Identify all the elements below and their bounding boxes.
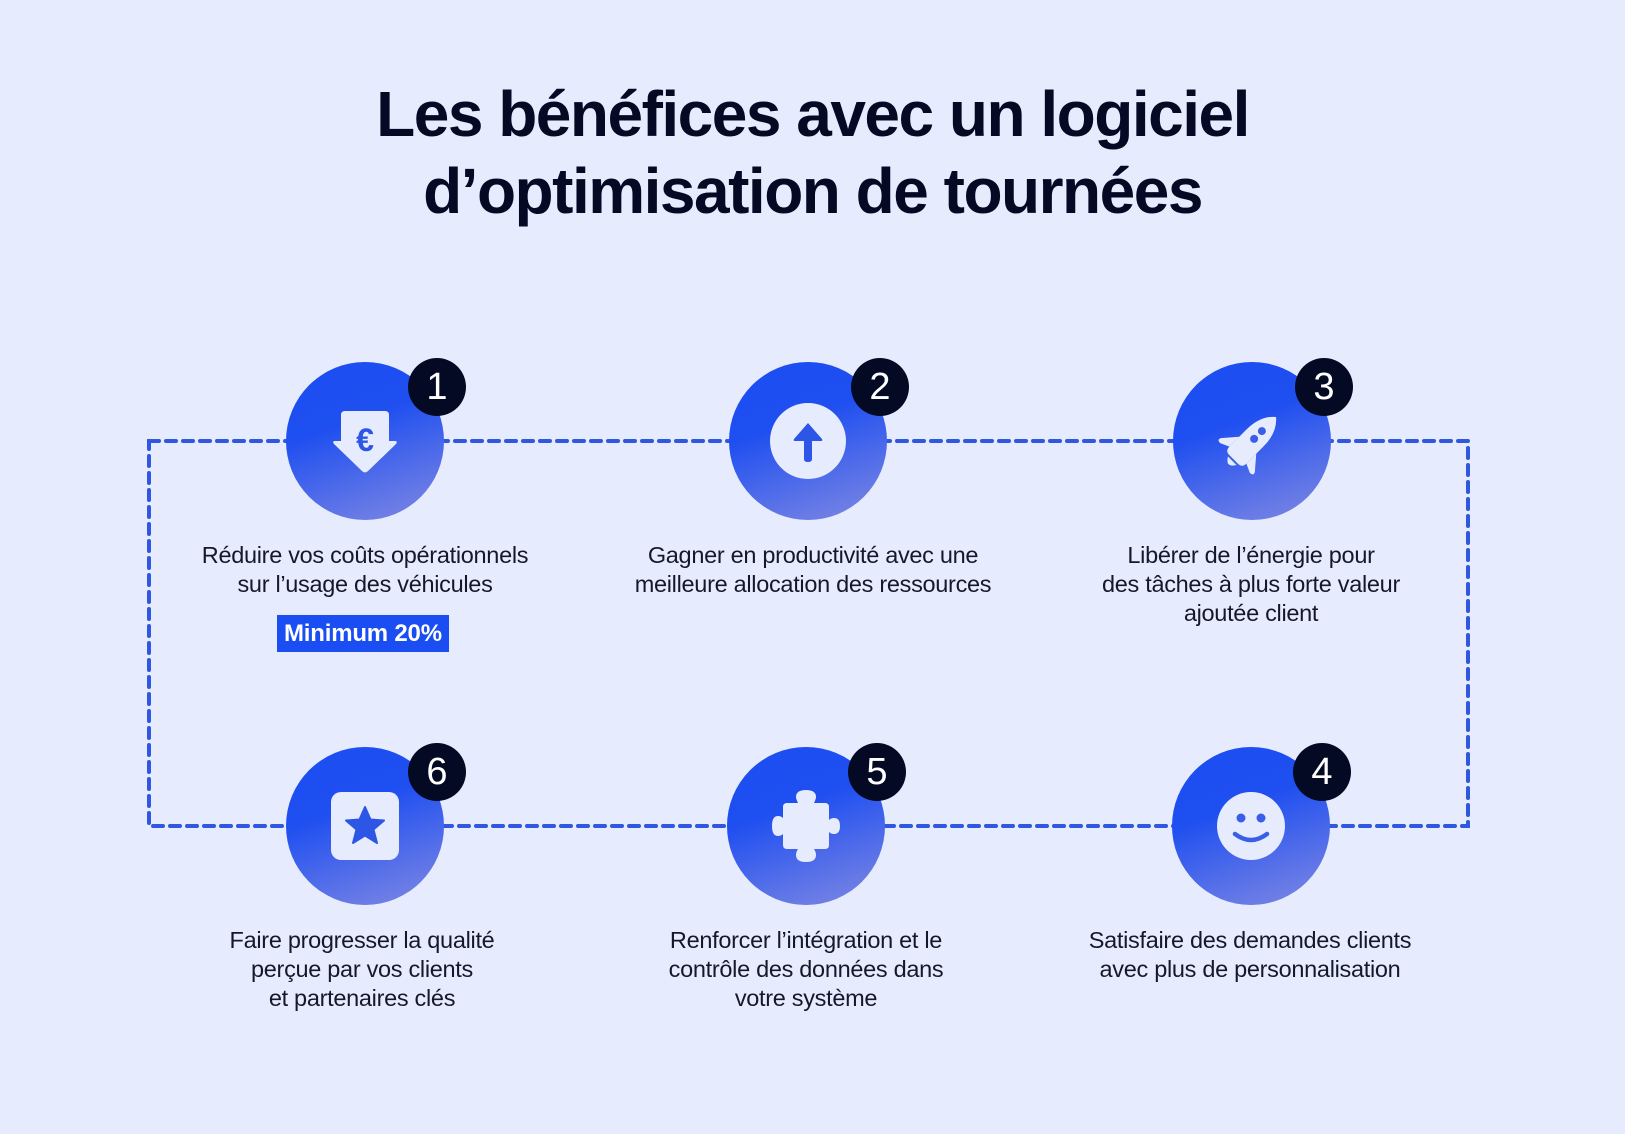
step-2-number-badge: 2 (851, 358, 909, 416)
rocket-icon (1218, 416, 1277, 475)
euro-down-arrow-icon: € (333, 411, 397, 473)
step-5-line-1: Renforcer l’intégration et le (669, 927, 943, 953)
page-title: Les bénéfices avec un logiciel d’optimis… (0, 76, 1625, 230)
step-2-description: Gagner en productivité avec une meilleur… (603, 541, 1023, 599)
puzzle-piece-icon (772, 790, 840, 862)
step-3-description: Libérer de l’énergie pour des tâches à p… (1041, 541, 1461, 628)
step-5-description: Renforcer l’intégration et le contrôle d… (596, 926, 1016, 1013)
step-5-line-2: contrôle des données dans (668, 956, 944, 982)
step-6-circle (286, 747, 444, 905)
step-3-number-badge: 3 (1295, 358, 1353, 416)
step-5-circle (727, 747, 885, 905)
star-square-icon (331, 792, 399, 860)
title-line-1: Les bénéfices avec un logiciel (376, 78, 1250, 150)
step-2-line-1: Gagner en productivité avec une (647, 542, 979, 568)
step-1-line-1: Réduire vos coûts opérationnels (201, 542, 529, 568)
arrow-up-circle-icon (770, 403, 846, 479)
step-5-line-3: votre système (734, 985, 878, 1011)
step-1-number-badge: 1 (408, 358, 466, 416)
step-3-line-1: Libérer de l’énergie pour (1127, 542, 1375, 568)
step-6-line-1: Faire progresser la qualité (229, 927, 495, 953)
step-2-line-2: meilleure allocation des ressources (634, 571, 992, 597)
step-4-number-badge: 4 (1293, 743, 1351, 801)
step-4-line-1: Satisfaire des demandes clients (1088, 927, 1412, 953)
step-4-description: Satisfaire des demandes clients avec plu… (1040, 926, 1460, 984)
step-6-line-3: et partenaires clés (268, 985, 456, 1011)
step-1-line-2: sur l’usage des véhicules (237, 571, 493, 597)
title-line-2: d’optimisation de tournées (423, 155, 1203, 227)
step-1-highlight-badge: Minimum 20% (277, 615, 449, 652)
step-4-line-2: avec plus de personnalisation (1099, 956, 1401, 982)
svg-text:€: € (356, 422, 374, 458)
step-6-description: Faire progresser la qualité perçue par v… (152, 926, 572, 1013)
step-3-line-3: ajoutée client (1183, 600, 1319, 626)
step-1-description: Réduire vos coûts opérationnels sur l’us… (155, 541, 575, 599)
smiley-face-icon (1217, 792, 1285, 860)
step-6-number-badge: 6 (408, 743, 466, 801)
step-5-number-badge: 5 (848, 743, 906, 801)
step-3-line-2: des tâches à plus forte valeur (1102, 571, 1400, 597)
step-6-line-2: perçue par vos clients (251, 956, 473, 982)
